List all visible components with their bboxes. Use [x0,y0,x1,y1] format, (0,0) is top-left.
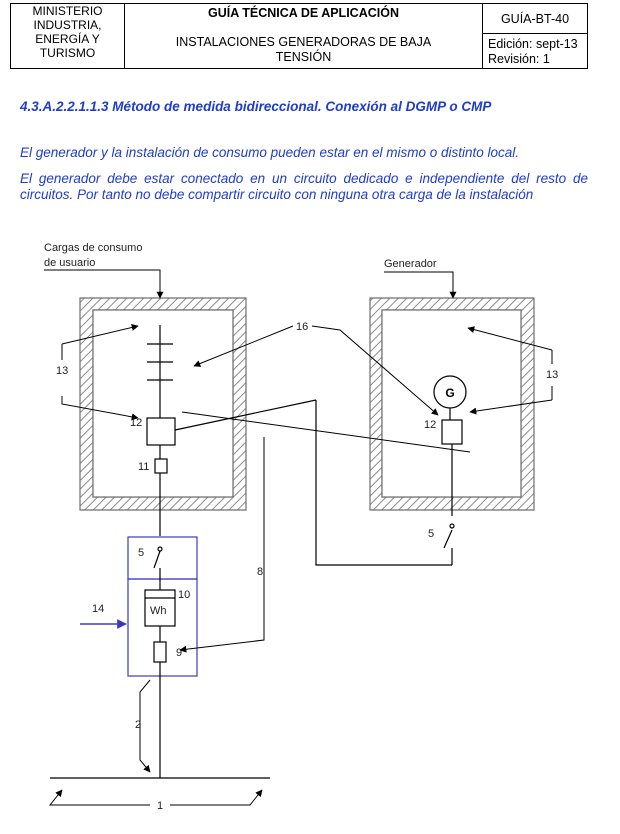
callout-2-arrow [139,679,151,773]
subtitle-line: INSTALACIONES GENERADORAS DE BAJA [175,35,432,49]
title-cell: GUÍA TÉCNICA DE APLICACIÓN INSTALACIONES… [125,4,483,68]
org-line: TURISMO [39,46,96,60]
guide-code: GUÍA-BT-40 [483,4,587,34]
guide-subtitle: INSTALACIONES GENERADORAS DE BAJA TENSIÓ… [125,35,482,65]
document-header: MINISTERIO INDUSTRIA, ENERGÍA Y TURISMO … [10,3,588,69]
callout-13: 13 [56,365,68,377]
meter-enclosure [127,578,198,677]
callout-9: 9 [176,647,182,659]
org-line: INDUSTRIA, [33,18,102,32]
callout-1-arrow [170,789,263,806]
callout-8: 8 [257,566,263,578]
consumer-label-arrow [44,269,164,299]
edition: Edición: sept-13 [488,37,578,51]
callout-2: 2 [135,719,141,731]
callout-5: 5 [138,547,144,559]
interconnection-line [174,399,317,431]
org-line: ENERGÍA Y [35,32,100,46]
callout-14: 14 [92,603,104,615]
consumer-label-line: Cargas de consumo [44,242,142,254]
callout-13-arrow [61,324,139,345]
callout-16-arrow [193,325,294,367]
meter-symbol: Wh [150,605,167,617]
subtitle-line: TENSIÓN [275,50,332,64]
guide-title: GUÍA TÉCNICA DE APLICACIÓN [208,6,399,20]
callout-12: 12 [130,417,142,429]
callout-13-arrow [467,326,553,351]
revision: Revisión: 1 [488,52,550,66]
callout-13-arrow [61,396,139,421]
callout-8-arrow [179,437,265,653]
callout-16-arrow [311,325,439,416]
paragraph: El generador y la instalación de consumo… [20,145,520,160]
callout-1-arrow [48,789,150,806]
paragraph: El generador debe estar conectado en un … [20,171,588,202]
code-cell: GUÍA-BT-40 Edición: sept-13 Revisión: 1 [483,4,587,68]
callout-11: 11 [138,461,149,473]
generator-label-arrow [384,271,457,299]
consumer-building [79,297,247,511]
consumer-label-line: de usuario [44,257,95,269]
interconnection-line [181,411,471,453]
org-line: MINISTERIO [32,4,103,18]
generator-circuit [315,375,467,566]
callout-12: 12 [424,419,436,431]
supply-line [50,546,270,779]
callout-13: 13 [546,369,558,381]
callout-5: 5 [428,528,434,540]
section-heading: 4.3.A.2.2.1.1.3 Método de medida bidirec… [20,99,492,114]
callout-1: 1 [157,800,163,812]
generator-label: Generador [384,258,437,270]
callout-16: 16 [296,321,308,333]
edition-info: Edición: sept-13 Revisión: 1 [483,37,587,67]
ministry-cell: MINISTERIO INDUSTRIA, ENERGÍA Y TURISMO [11,4,125,68]
generator-symbol: G [445,386,454,400]
consumer-circuit [146,325,176,536]
callout-13-arrow [469,399,553,415]
callout-10: 10 [178,589,190,601]
